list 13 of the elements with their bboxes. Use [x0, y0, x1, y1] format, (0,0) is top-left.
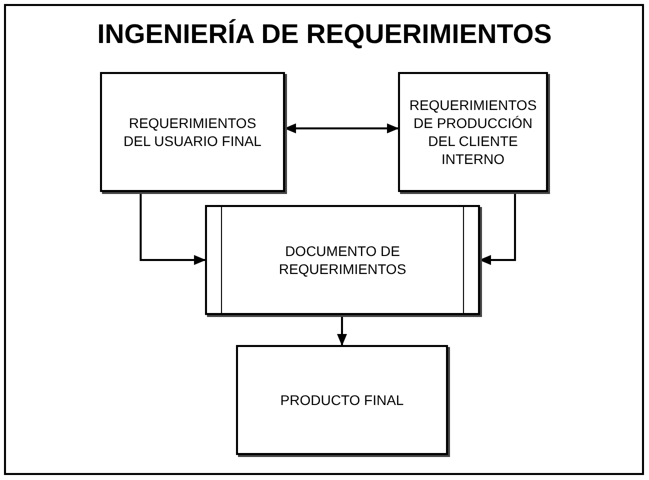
arrow	[284, 123, 399, 134]
node-label: REQUERIMIENTOS DE PRODUCCIÓN DEL CLIENTE INTERNO	[409, 96, 537, 168]
arrow	[140, 192, 206, 265]
box	[236, 345, 448, 455]
box	[100, 72, 285, 192]
title: INGENIERÍA DE REQUERIMIENTOS	[96, 18, 553, 51]
box	[398, 72, 548, 192]
node-label: PRODUCTO FINAL	[280, 390, 404, 410]
node-label: DOCUMENTO DE REQUERIMIENTOS	[278, 242, 408, 278]
process-box	[205, 205, 480, 315]
arrow	[479, 192, 516, 265]
arrow	[337, 315, 347, 346]
node-label: REQUERIMIENTOS DEL USUARIO FINAL	[122, 114, 262, 150]
